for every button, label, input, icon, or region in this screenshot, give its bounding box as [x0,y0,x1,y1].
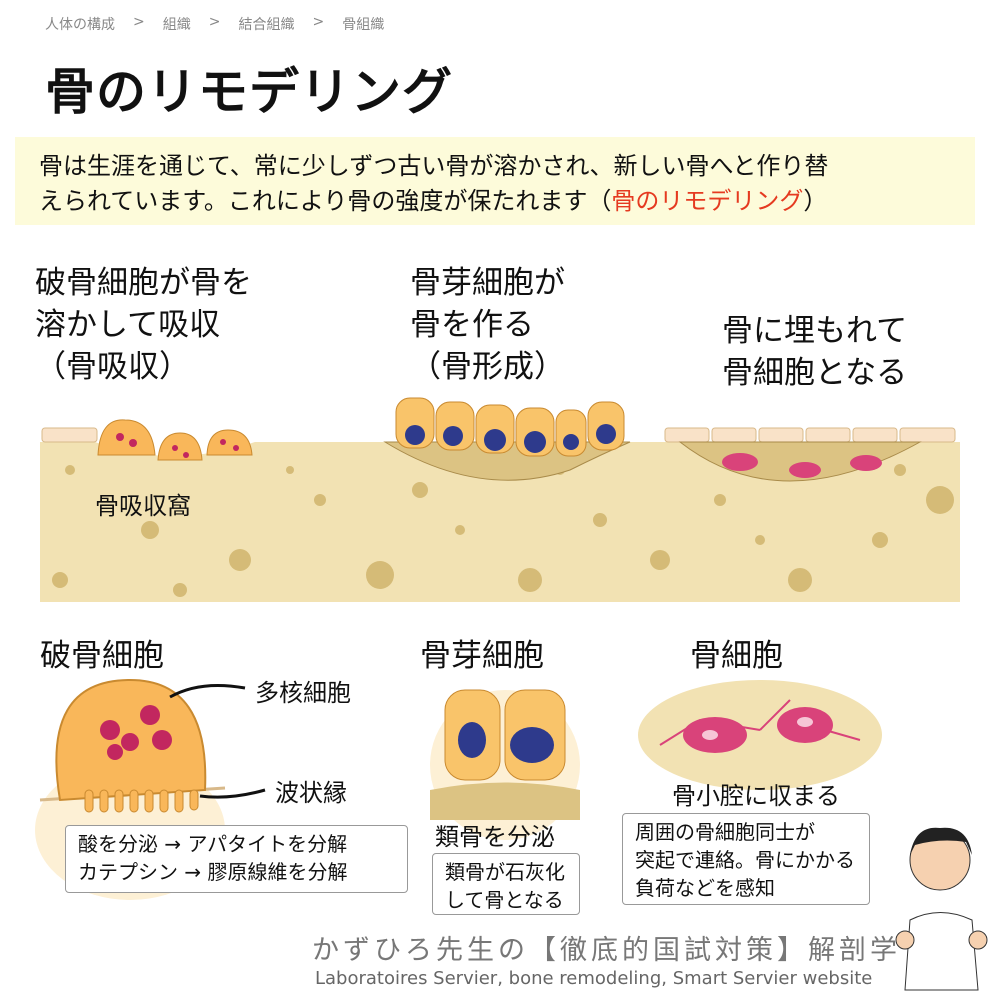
stage-resorption-label: 破骨細胞が骨を 溶かして吸収 （骨吸収） [35,262,252,388]
label-line: 骨に埋もれて [722,313,908,349]
new-bone [678,441,922,482]
stage-embedding-label: 骨に埋もれて 骨細胞となる [722,310,907,394]
osteocyte-desc-box: 周囲の骨細胞同士が 突起で連絡。骨にかかる 負荷などを感知 [622,813,870,905]
intro-highlight: 骨のリモデリング [611,187,804,215]
intro-box: 骨は生涯を通じて、常に少しずつ古い骨が溶かされ、新しい骨へと作り替 えられていま… [15,137,975,225]
intro-line: えられています。これにより骨の強度が保たれます（骨のリモデリング） [39,184,975,219]
osteocyte-caption: 骨小腔に収まる [672,782,840,810]
bone-lacunae [52,464,954,597]
label-line: 溶かして吸収 [35,307,221,343]
desc-line: カテプシン → 膠原線維を分解 [78,860,348,884]
breadcrumb-separator: > [133,14,145,30]
osteoblast-detail [430,689,580,840]
callout-multinucleated: 多核細胞 [255,679,351,707]
osteoclast-title: 破骨細胞 [40,638,164,674]
desc-line: 酸を分泌 → アパタイトを分解 [78,832,348,856]
desc-line: して骨となる [445,888,564,912]
intro-text: ） [803,187,828,215]
breadcrumb-separator: > [312,14,325,30]
osteoclast-desc-box: 酸を分泌 → アパタイトを分解 カテプシン → 膠原線維を分解 [65,825,408,893]
breadcrumb-item: 骨組織 [342,17,385,33]
label-line: （骨形成） [410,349,565,385]
breadcrumb-separator: > [208,14,221,30]
stage-formation-label: 骨芽細胞が 骨を作る （骨形成） [410,262,565,388]
label-line: 破骨細胞が骨を [35,265,252,301]
osteoblast-desc-box: 類骨が石灰化 して骨となる [432,853,580,915]
label-line: 骨細胞となる [722,355,908,391]
label-line: （骨吸収） [35,349,190,385]
footer-credit: Laboratoires Servier, bone remodeling, S… [315,968,873,989]
intro-text: えられています。これにより骨の強度が保たれます（ [39,187,612,215]
desc-line: 負荷などを感知 [635,876,775,900]
footer-brand: かずひろ先生の【徹底的国試対策】解剖学 [312,935,901,966]
doctor-avatar-icon [895,827,988,991]
breadcrumb-item[interactable]: 結合組織 [238,17,295,33]
osteocyte-detail [638,680,882,790]
intro-line: 骨は生涯を通じて、常に少しずつ古い骨が溶かされ、新しい骨へと作り替 [39,152,829,180]
label-line: 骨芽細胞が [410,265,565,301]
breadcrumb-item[interactable]: 組織 [162,17,191,33]
label-line: 骨を作る [410,307,534,343]
osteocyte-title: 骨細胞 [690,638,783,674]
breadcrumb: 人体の構成 > 組織 > 結合組織 > 骨組織 [45,14,384,34]
desc-line: 周囲の骨細胞同士が [635,820,815,844]
osteoclast-cells [97,419,253,461]
lining-cells [664,427,956,443]
desc-line: 突起で連絡。骨にかかる [635,848,855,872]
page-title: 骨のリモデリング [45,63,453,121]
osteoblast-caption: 類骨を分泌 [435,823,555,851]
resorption-pit-label: 骨吸収窩 [95,492,191,520]
osteoblast-title: 骨芽細胞 [420,638,544,674]
embedded-osteocytes [722,453,882,478]
desc-line: 類骨が石灰化 [445,860,565,884]
callout-ruffled-border: 波状縁 [275,779,347,807]
breadcrumb-item[interactable]: 人体の構成 [45,17,115,33]
